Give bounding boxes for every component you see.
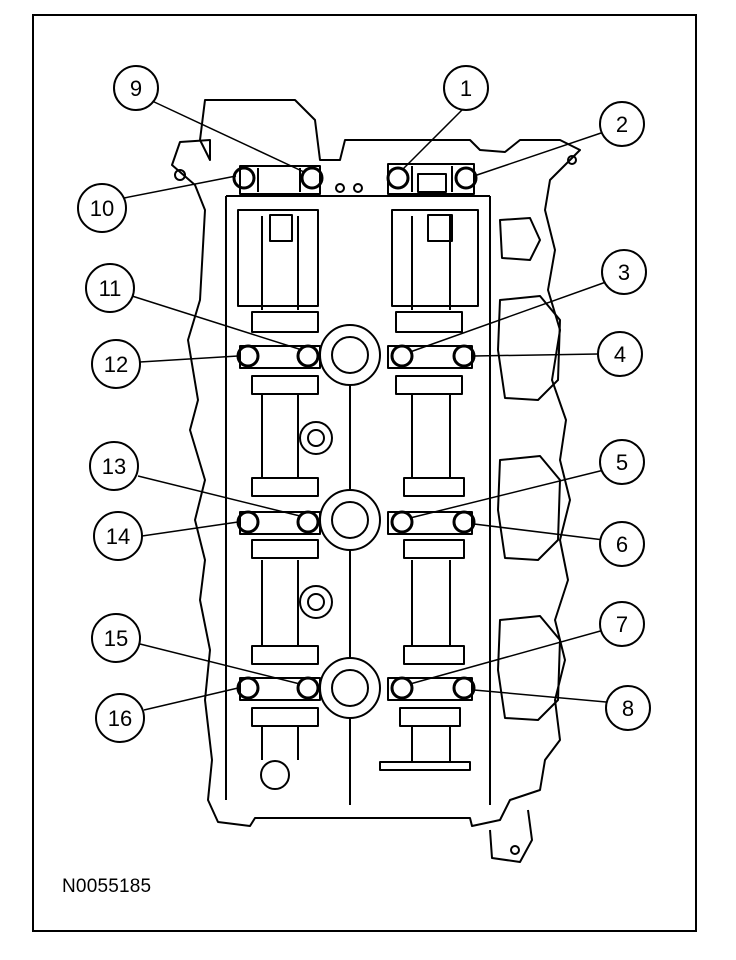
bolt-9 (300, 166, 324, 190)
leader-lines (123, 99, 607, 711)
bolt-3 (390, 344, 414, 368)
svg-text:11: 11 (99, 276, 122, 301)
svg-text:15: 15 (104, 626, 128, 651)
callout-11: 11 (85, 263, 135, 313)
callout-7: 7 (599, 601, 645, 647)
bolt-13 (296, 510, 320, 534)
bolt-6 (452, 510, 476, 534)
svg-text:8: 8 (622, 696, 634, 721)
callout-8: 8 (605, 685, 651, 731)
callout-2: 2 (599, 101, 645, 147)
callout-4: 4 (597, 331, 643, 377)
callout-1: 1 (443, 65, 489, 111)
bolt-7 (390, 676, 414, 700)
svg-text:1: 1 (460, 76, 472, 101)
bolt-5 (390, 510, 414, 534)
svg-text:5: 5 (616, 450, 628, 475)
callout-14: 14 (93, 511, 143, 561)
left-camshaft (237, 165, 321, 790)
callout-15: 15 (91, 613, 141, 663)
callout-6: 6 (599, 521, 645, 567)
bolt-15 (296, 676, 320, 700)
spark-plug-bosses (174, 155, 577, 855)
callout-3: 3 (601, 249, 647, 295)
svg-text:2: 2 (616, 112, 628, 137)
svg-text:7: 7 (616, 612, 628, 637)
callout-5: 5 (599, 439, 645, 485)
bolt-10 (232, 166, 256, 190)
bolts (232, 166, 478, 700)
figure-id-label: N0055185 (62, 876, 152, 897)
callout-12: 12 (91, 339, 141, 389)
callout-13: 13 (89, 441, 139, 491)
svg-text:6: 6 (616, 532, 628, 557)
svg-text:14: 14 (106, 524, 130, 549)
right-camshaft (379, 163, 479, 771)
svg-text:10: 10 (90, 196, 114, 221)
svg-text:4: 4 (614, 342, 626, 367)
bolt-8 (452, 676, 476, 700)
figure-frame (32, 14, 697, 932)
cylinder-head-outline (171, 99, 581, 863)
exhaust-ports (497, 217, 561, 721)
svg-text:12: 12 (104, 352, 128, 377)
svg-text:13: 13 (102, 454, 126, 479)
callout-10: 10 (77, 183, 127, 233)
svg-text:16: 16 (108, 706, 132, 731)
bolt-11 (296, 344, 320, 368)
bolt-2 (454, 166, 478, 190)
callouts: 1 2 3 4 5 6 7 8 9 10 11 12 13 14 15 16 (77, 65, 651, 743)
bolt-1 (386, 166, 410, 190)
svg-text:9: 9 (130, 76, 142, 101)
svg-text:3: 3 (618, 260, 630, 285)
callout-9: 9 (113, 65, 159, 111)
callout-16: 16 (95, 693, 145, 743)
